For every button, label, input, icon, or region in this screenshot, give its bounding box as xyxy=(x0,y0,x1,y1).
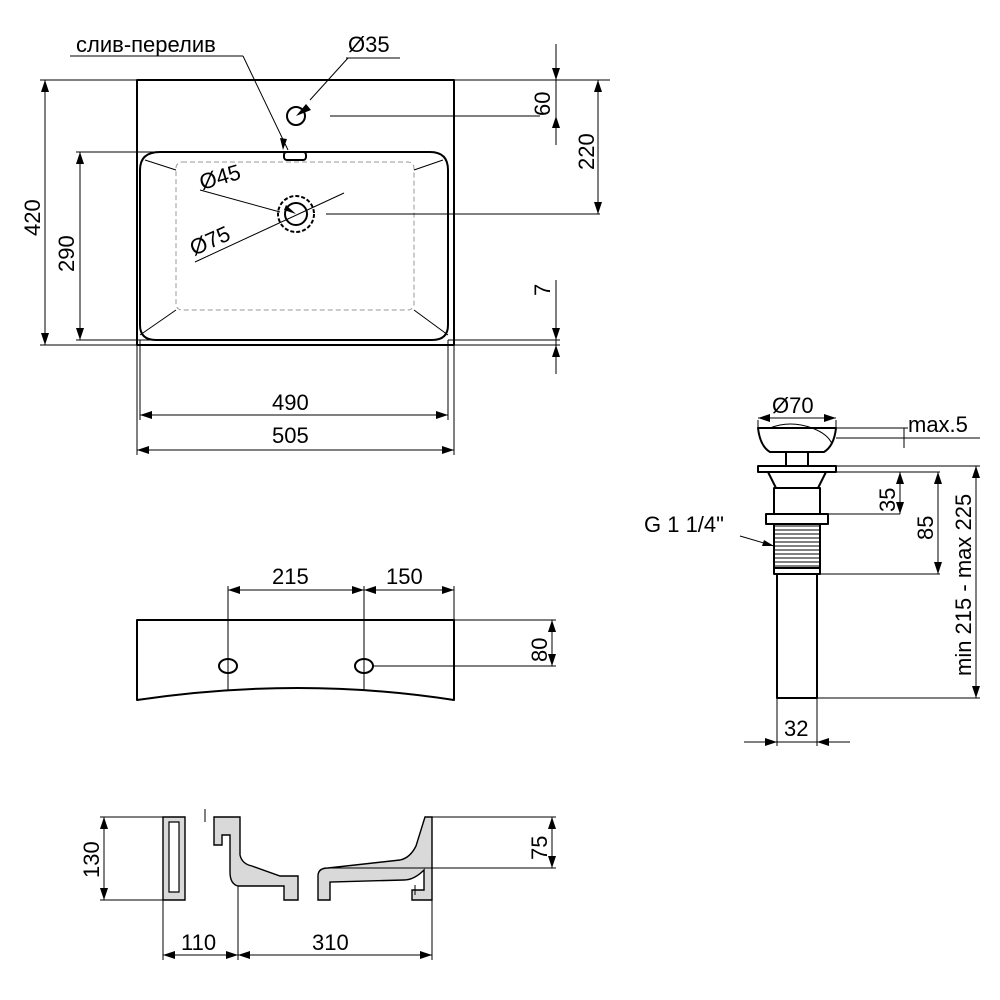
dim-drain-offset: 220 xyxy=(574,133,599,170)
leader-d75 xyxy=(194,192,345,263)
dim-thread-length: 85 xyxy=(913,516,938,540)
dim-height: 130 xyxy=(79,841,104,878)
section-view: 130 75 110 310 xyxy=(79,809,556,960)
overflow-label: слив-перелив xyxy=(76,32,216,57)
dim-total-length: min 215 - max 225 xyxy=(951,494,976,676)
leader-d35 xyxy=(309,57,349,101)
bowl-inner xyxy=(175,161,415,311)
valve-collar xyxy=(767,471,827,489)
thread-label: G 1 1/4" xyxy=(644,512,724,537)
rear-wall-cavity xyxy=(168,821,180,893)
valve-body-top xyxy=(773,487,821,515)
tap-hole-diameter-label: Ø35 xyxy=(348,32,390,57)
drain-outer xyxy=(277,195,315,233)
dim-bowl-height: 75 xyxy=(527,836,552,860)
arrowheads xyxy=(100,817,556,959)
bowl-corner-line xyxy=(144,159,177,171)
valve-pipe xyxy=(776,573,818,699)
leader-d45 xyxy=(199,189,281,213)
valve-thread xyxy=(773,523,821,569)
valve-nut xyxy=(765,513,829,525)
dim-bowl-depth: 290 xyxy=(54,235,79,272)
arrowheads xyxy=(228,586,556,666)
basin-section xyxy=(213,816,299,901)
dim-bowl-length: 310 xyxy=(312,930,349,955)
basin-outline xyxy=(136,79,455,346)
arrowheads xyxy=(41,68,602,454)
bowl-corner-line xyxy=(139,309,177,336)
dim-hole-height: 80 xyxy=(527,638,552,662)
leader-overflow xyxy=(242,55,289,151)
dim-rim: 7 xyxy=(530,284,555,296)
overflow-slot xyxy=(283,151,307,161)
dim-hole-left: 215 xyxy=(272,564,309,589)
arrowheads xyxy=(758,414,980,746)
drain-valve: Ø70 max.5 35 85 min 215 - max 225 G 1 1/… xyxy=(644,393,980,746)
valve-cap xyxy=(757,427,837,453)
basin-section-right xyxy=(317,816,433,901)
dim-wall-offset: 110 xyxy=(181,930,216,955)
back-view: 215 150 80 xyxy=(136,564,556,701)
dim-collar: 35 xyxy=(875,488,900,512)
dim-pipe-diameter: 32 xyxy=(784,716,808,741)
bowl-outer xyxy=(139,151,449,341)
dim-tap-offset: 60 xyxy=(530,92,555,116)
dim-total-width: 505 xyxy=(272,423,309,448)
cap-highlight xyxy=(769,423,833,445)
back-view-outline xyxy=(136,619,455,701)
tap-hole xyxy=(286,106,306,126)
drain-inner xyxy=(284,202,308,226)
bowl-corner-line xyxy=(413,159,444,171)
valve-stem xyxy=(785,451,809,467)
bowl-corner-line xyxy=(413,309,449,336)
drain-inner-diameter-label: Ø45 xyxy=(196,159,243,194)
dim-cap-diameter: Ø70 xyxy=(772,393,814,418)
dim-hole-right: 150 xyxy=(386,564,423,589)
top-view: слив-перелив Ø35 Ø45 Ø75 60 220 7 420 29… xyxy=(20,32,610,455)
dim-total-depth: 420 xyxy=(20,199,45,236)
dim-cap-gap: max.5 xyxy=(908,412,968,437)
dim-bowl-width: 490 xyxy=(272,390,309,415)
